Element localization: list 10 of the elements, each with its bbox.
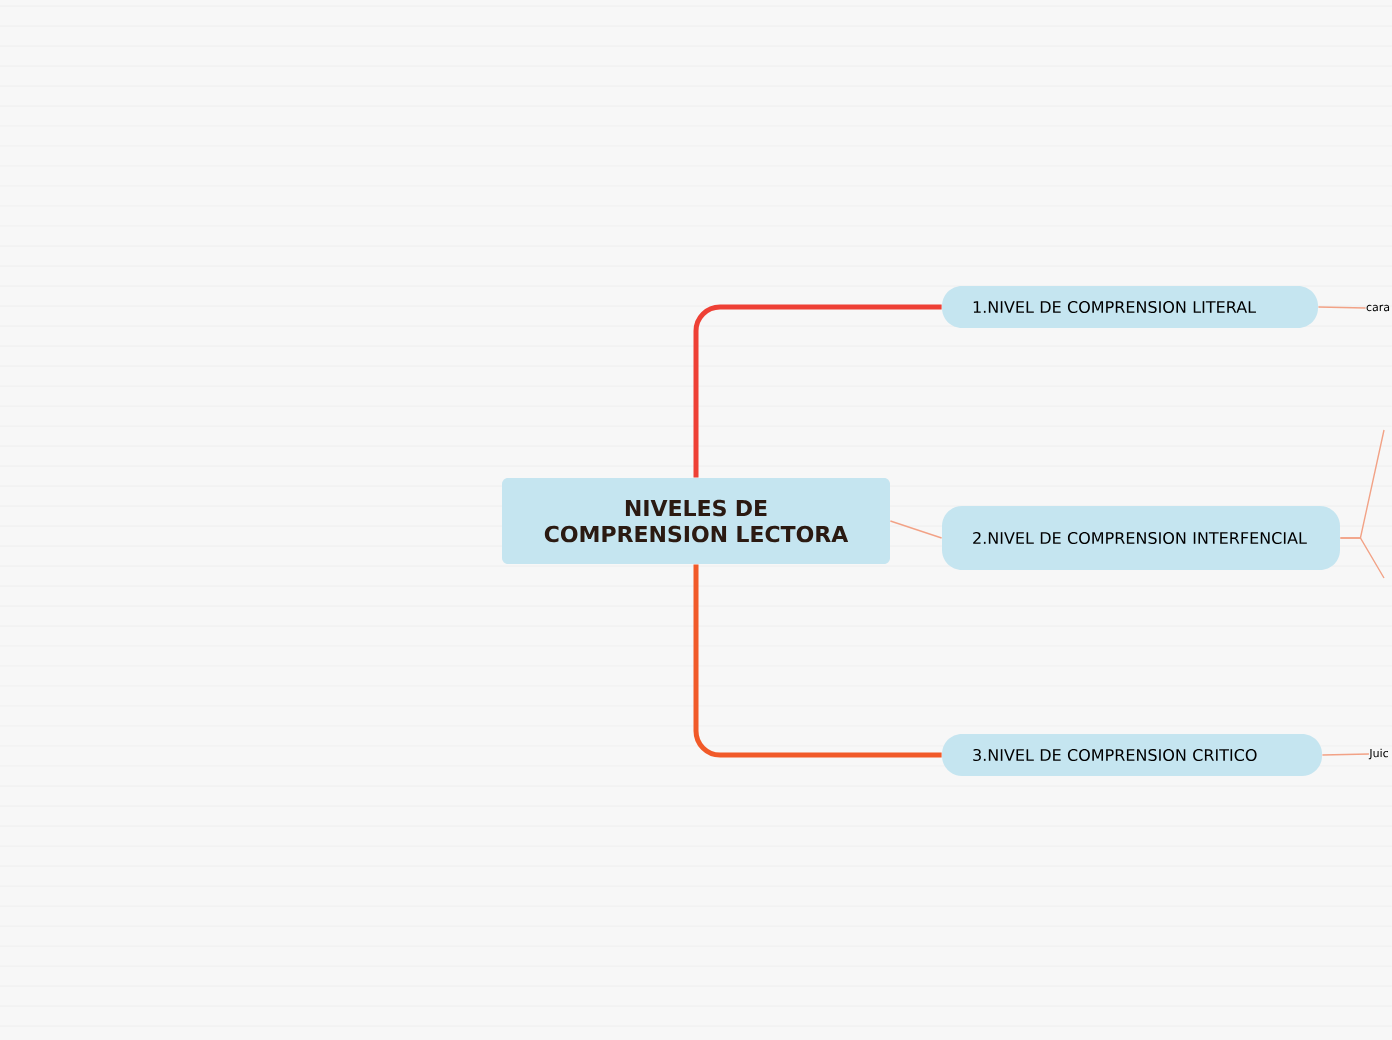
topic-box: 2.NIVEL DE COMPRENSION INTERFENCIAL bbox=[942, 506, 1340, 570]
connector-line bbox=[889, 520, 943, 539]
connector-line bbox=[693, 304, 942, 478]
topic-box: 3.NIVEL DE COMPRENSION CRITICO bbox=[942, 734, 1322, 776]
connector-line bbox=[693, 564, 942, 758]
connector-line bbox=[1339, 537, 1385, 579]
connector-line bbox=[1321, 753, 1370, 756]
connector-line bbox=[1317, 306, 1367, 309]
topic-box: 1.NIVEL DE COMPRENSION LITERAL bbox=[942, 286, 1318, 328]
central-topic-box: NIVELES DE COMPRENSION LECTORA bbox=[502, 478, 890, 564]
